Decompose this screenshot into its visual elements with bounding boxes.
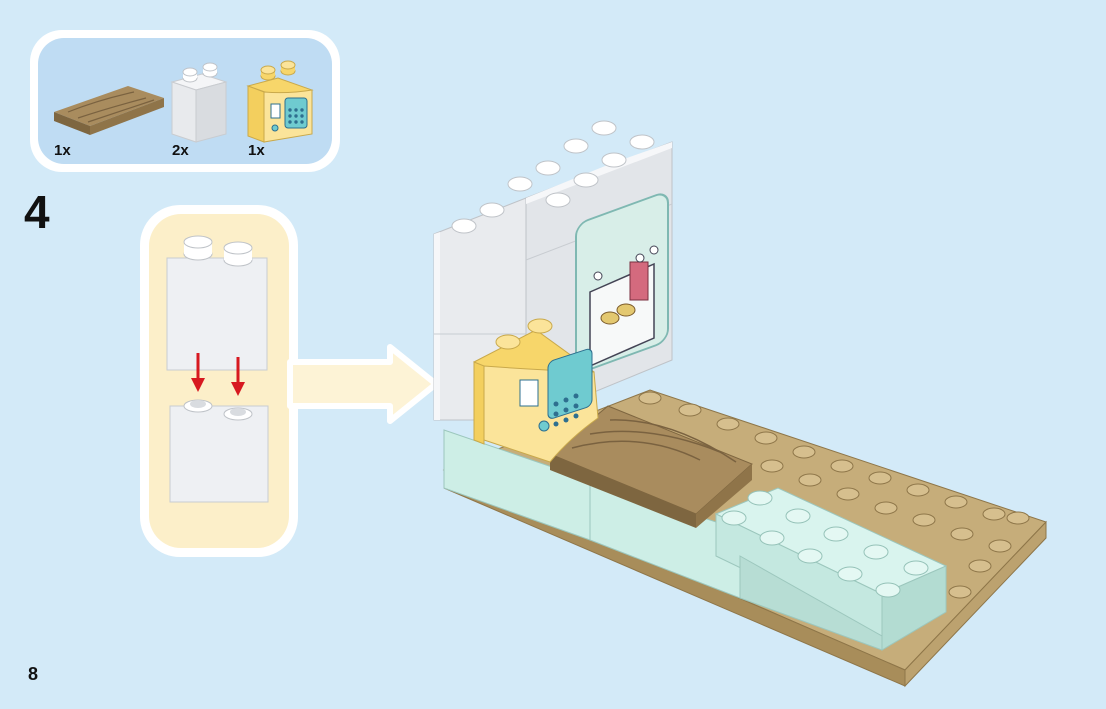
white-brick-bottom [169, 399, 269, 503]
red-arrow-icon [191, 353, 245, 396]
part-quantity: 1x [54, 142, 71, 159]
part-quantity: 1x [248, 142, 265, 159]
parts-list-inner: 1x 2x 1x [38, 38, 332, 164]
parts-list-panel: 1x 2x 1x [30, 30, 340, 172]
step-number: 4 [24, 186, 50, 238]
white-brick-part [170, 62, 228, 143]
wood-plank-part [54, 86, 164, 135]
white-brick-top [166, 235, 268, 371]
part-quantity: 2x [172, 142, 189, 159]
cash-register-part [246, 60, 314, 143]
page-number: 8 [28, 664, 39, 684]
